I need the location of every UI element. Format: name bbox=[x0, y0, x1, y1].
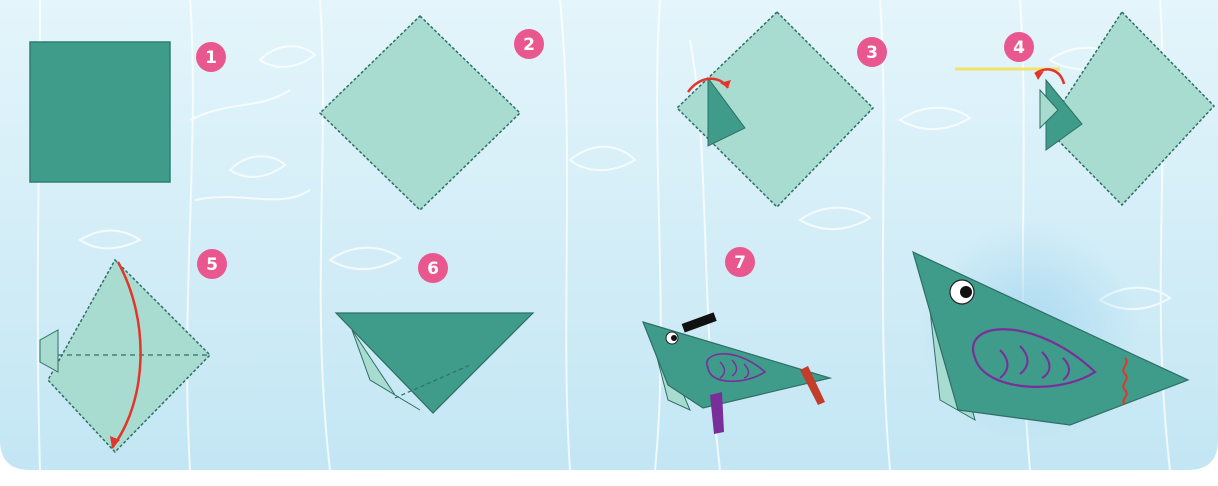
step-badge-7: 7 bbox=[725, 247, 755, 277]
step-1-square bbox=[29, 41, 171, 183]
origami-square-icon bbox=[29, 41, 171, 183]
step-badge-1: 1 bbox=[196, 42, 226, 72]
step-badges: 1 2 3 4 5 6 7 bbox=[196, 29, 1034, 283]
background-plants bbox=[36, 0, 1172, 471]
step-4-diamond-fold bbox=[955, 10, 1216, 207]
final-bird bbox=[912, 222, 1190, 442]
step-number: 7 bbox=[734, 253, 746, 273]
step-6-triangle bbox=[334, 312, 535, 414]
step-number: 2 bbox=[523, 35, 535, 55]
step-badge-2: 2 bbox=[514, 29, 544, 59]
background-panel bbox=[0, 0, 1218, 470]
pencil-icon bbox=[681, 312, 825, 434]
step-badge-3: 3 bbox=[857, 37, 887, 67]
step-number: 4 bbox=[1013, 38, 1025, 58]
step-7-bird-decorate bbox=[641, 312, 833, 434]
wing-pattern-icon bbox=[972, 328, 1097, 388]
fold-arrow-icon bbox=[110, 261, 142, 449]
step-5-diamond-fold bbox=[39, 258, 212, 454]
step-number: 3 bbox=[866, 43, 878, 63]
step-number: 6 bbox=[427, 259, 439, 279]
step-number: 1 bbox=[205, 48, 217, 68]
step-3-diamond-fold bbox=[675, 10, 875, 209]
step-badge-5: 5 bbox=[197, 249, 227, 279]
step-2-diamond bbox=[318, 14, 522, 212]
fold-arrow-icon bbox=[1034, 68, 1066, 85]
wing-pattern-icon bbox=[706, 353, 767, 383]
step-number: 5 bbox=[206, 255, 218, 275]
step-badge-4: 4 bbox=[1004, 32, 1034, 62]
step-badge-6: 6 bbox=[418, 253, 448, 283]
